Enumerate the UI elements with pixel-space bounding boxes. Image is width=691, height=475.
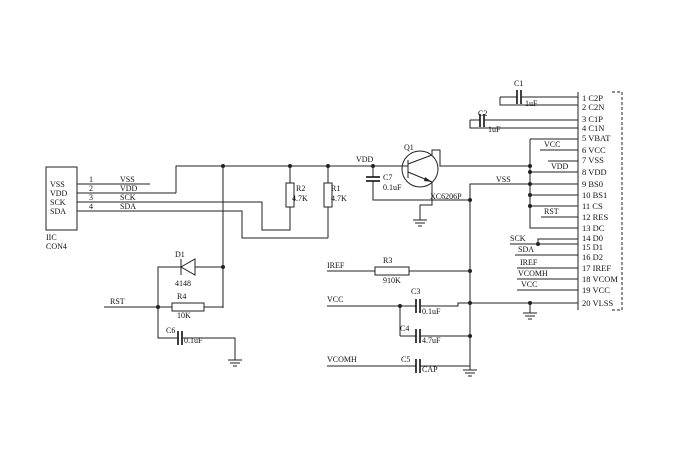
oled-pin-10: 10 BS1 (582, 190, 607, 200)
net-label-vcc-left: VCC (327, 295, 343, 304)
oled-pin-3: 3 C1P (582, 114, 603, 124)
oled-pin-1: 1 C2P (582, 93, 603, 103)
vss-bus: VSS (463, 175, 530, 377)
oled-pin-20: 20 VLSS (582, 298, 614, 308)
net-label-sck-right: SCK (510, 234, 526, 243)
net-label-vcomh-right: VCOMH (518, 269, 548, 278)
c2-value: 1uF (488, 125, 501, 134)
j1-net-vdd: VDD (120, 184, 138, 193)
ground-symbol-c6 (228, 359, 242, 367)
c5-ref: C5 (401, 355, 410, 364)
q1-ref: Q1 (404, 143, 414, 152)
net-label-vdd-right: VDD (551, 162, 569, 171)
j1-net-sck: SCK (120, 193, 136, 202)
c2-ref: C2 (478, 109, 487, 118)
j1-pin-number-3: 3 (89, 193, 93, 202)
oled-pin-15: 15 D1 (582, 242, 603, 252)
net-label-iref-left: IREF (327, 261, 345, 270)
c7-ref: C7 (383, 173, 392, 182)
capacitor-c5: VCOMH C5 CAP (327, 355, 470, 374)
oled-pin-11: 11 CS (582, 201, 603, 211)
capacitor-c2: C2 1uF (469, 109, 578, 134)
oled-pin-16: 16 D2 (582, 252, 603, 262)
oled-pin-9: 9 BS0 (582, 179, 603, 189)
ground-symbol-vss (463, 369, 477, 377)
j1-pin-label-vss: VSS (50, 180, 65, 189)
ground-symbol-vlss (523, 312, 537, 320)
capacitor-c6: C6 0.1uF (157, 307, 242, 367)
r2-ref: R2 (296, 184, 305, 193)
net-label-vdd: VDD (356, 155, 374, 164)
oled-pin-19: 19 VCC (582, 285, 610, 295)
oled-pin-18: 18 VCOM (582, 274, 618, 284)
connector-j1-body (45, 166, 78, 231)
net-label-sda-right: SDA (518, 245, 534, 254)
resistor-r4: R4 10K RST (104, 292, 224, 320)
oled-pin-wiring: VCC VDD RST SCK SDA IREF VCOMH VCC (470, 138, 578, 320)
connector-j1: VSS VDD SCK SDA IIC CON4 1 2 3 4 VSS VDD… (45, 166, 176, 251)
oled-pin-13: 13 DC (582, 223, 605, 233)
d1-ref: D1 (175, 250, 185, 259)
diode-d1: D1 4148 (157, 166, 225, 308)
q1-value: XC6206P (430, 192, 462, 201)
net-label-rst-left: RST (110, 297, 125, 306)
c3-value: 0.1uF (422, 307, 441, 316)
ground-symbol-q1 (413, 219, 427, 227)
oled-pin-2: 2 C2N (582, 102, 604, 112)
oled-pin-8: 8 VDD (582, 167, 607, 177)
r1-ref: R1 (331, 184, 340, 193)
oled-connector: 1 C2P 2 C2N 3 C1P 4 C1N 5 VBAT 6 VCC 7 V… (577, 91, 623, 311)
c1-value: 1uF (525, 99, 538, 108)
c4-value: 4.7uF (422, 336, 441, 345)
r4-value: 10K (177, 311, 191, 320)
r3-ref: R3 (383, 256, 392, 265)
r3-value: 910K (383, 276, 401, 285)
net-label-vss: VSS (496, 175, 511, 184)
resistor-r1: R1 4.7K (323, 166, 347, 238)
c6-ref: C6 (166, 326, 175, 335)
c7-value: 0.1uF (383, 183, 402, 192)
resistor-r3: IREF R3 910K (327, 256, 470, 285)
net-label-vcc-right: VCC (544, 140, 560, 149)
j1-net-vss: VSS (120, 175, 135, 184)
oled-pin-6: 6 VCC (582, 145, 606, 155)
j1-pin-label-sck: SCK (50, 198, 66, 207)
c3-ref: C3 (411, 287, 420, 296)
j1-pin-number-4: 4 (89, 202, 93, 211)
c6-value: 0.1uF (184, 336, 203, 345)
regulator-q1: Q1 XC6206P (393, 143, 530, 227)
net-label-iref-right: IREF (520, 258, 538, 267)
c4-ref: C4 (400, 324, 409, 333)
j1-label-bottom: CON4 (46, 242, 67, 251)
oled-pin-4: 4 C1N (582, 123, 604, 133)
oled-pin-7: 7 VSS (582, 155, 604, 165)
j1-net-sda: SDA (120, 202, 136, 211)
j1-label-top: IIC (46, 233, 57, 242)
r1-value: 4.7K (331, 194, 347, 203)
resistor-r2: R2 4.7K (285, 166, 308, 222)
oled-pin-17: 17 IREF (582, 263, 611, 273)
capacitor-c3: VCC C3 0.1uF (327, 287, 470, 336)
net-label-vcomh-left: VCOMH (327, 355, 357, 364)
oled-pin-12: 12 RES (582, 212, 608, 222)
oled-pin-14: 14 D0 (582, 233, 603, 243)
j1-pin-number-2: 2 (89, 184, 93, 193)
capacitor-c4: C4 4.7uF (400, 324, 470, 345)
j1-pin-label-vdd: VDD (50, 189, 68, 198)
capacitor-c7: C7 0.1uF (366, 166, 470, 201)
c5-value: CAP (422, 365, 438, 374)
oled-pin-5: 5 VBAT (582, 133, 611, 143)
d1-value: 4148 (175, 279, 191, 288)
capacitor-c1: C1 1uF (499, 79, 578, 108)
net-label-rst-right: RST (544, 207, 559, 216)
net-label-vcc2-right: VCC (521, 280, 537, 289)
r4-ref: R4 (177, 292, 186, 301)
j1-pin-number-1: 1 (89, 175, 93, 184)
c1-ref: C1 (514, 79, 523, 88)
j1-pin-label-sda: SDA (50, 207, 66, 216)
r2-value: 4.7K (292, 194, 308, 203)
vdd-bus: VDD (175, 155, 393, 193)
